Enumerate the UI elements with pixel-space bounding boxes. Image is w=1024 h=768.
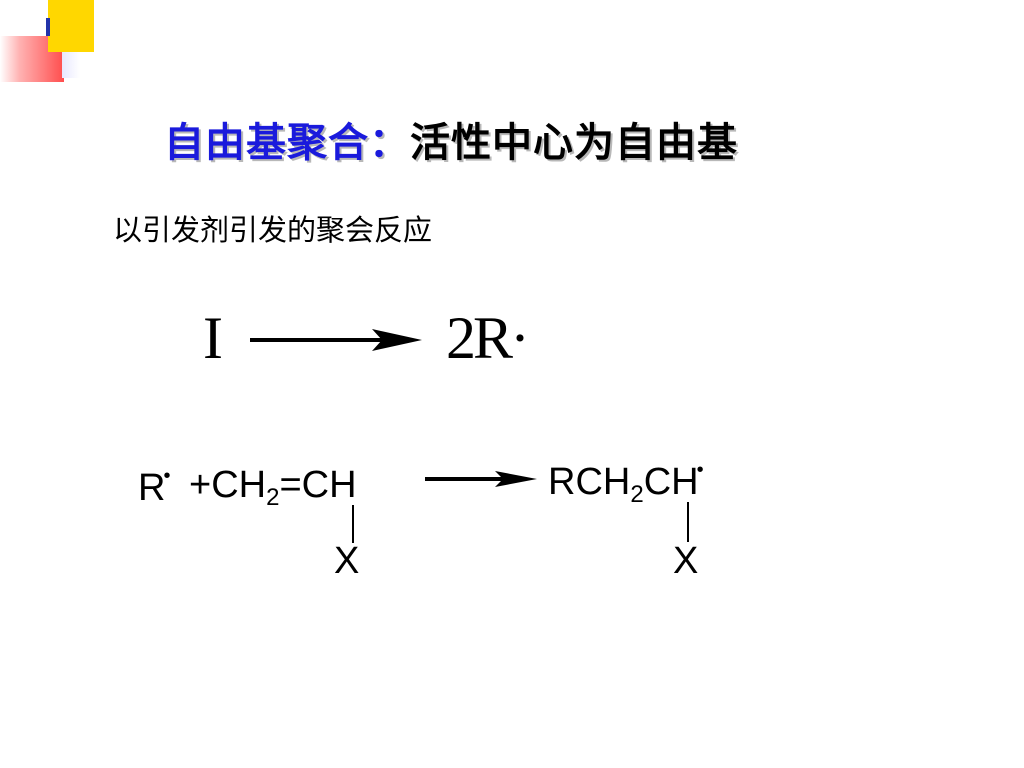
arrow-right-icon bbox=[250, 329, 422, 351]
product-prefix: RCH bbox=[548, 461, 631, 503]
double-bond: = bbox=[279, 464, 302, 506]
bond-line-left bbox=[352, 505, 354, 543]
radical-letter: R bbox=[138, 467, 166, 509]
monomer: +CH2=CH bbox=[189, 466, 357, 510]
title-rest: 活性中心为自由基 bbox=[410, 120, 738, 166]
decorative-fade bbox=[62, 48, 80, 78]
monomer-ch-suffix: CH bbox=[301, 464, 357, 506]
substituent-left: X bbox=[334, 540, 360, 582]
arrow-right-icon bbox=[425, 471, 537, 487]
substituent-right: X bbox=[673, 540, 699, 582]
product: RCH2CH• bbox=[548, 460, 704, 507]
page-title: 自由基聚合：活性中心为自由基 bbox=[164, 110, 738, 168]
subtitle: 以引发剂引发的聚会反应 bbox=[113, 213, 433, 247]
title-highlight: 自由基聚合： bbox=[164, 120, 410, 166]
radical-dot: • bbox=[163, 465, 171, 487]
plus-sign: + bbox=[189, 464, 212, 506]
initiator-symbol: I bbox=[203, 305, 223, 371]
reactant-radical: R• bbox=[138, 466, 170, 507]
monomer-ch-prefix: CH bbox=[211, 464, 267, 506]
radical-product: 2R· bbox=[446, 305, 530, 371]
monomer-subscript: 2 bbox=[266, 484, 280, 511]
decorative-blue-bar bbox=[46, 18, 50, 36]
product-suffix: CH bbox=[643, 461, 699, 503]
decorative-yellow-square bbox=[48, 0, 94, 52]
product-subscript: 2 bbox=[630, 481, 644, 508]
bond-line-right bbox=[687, 502, 689, 542]
product-radical-dot: • bbox=[696, 459, 704, 481]
